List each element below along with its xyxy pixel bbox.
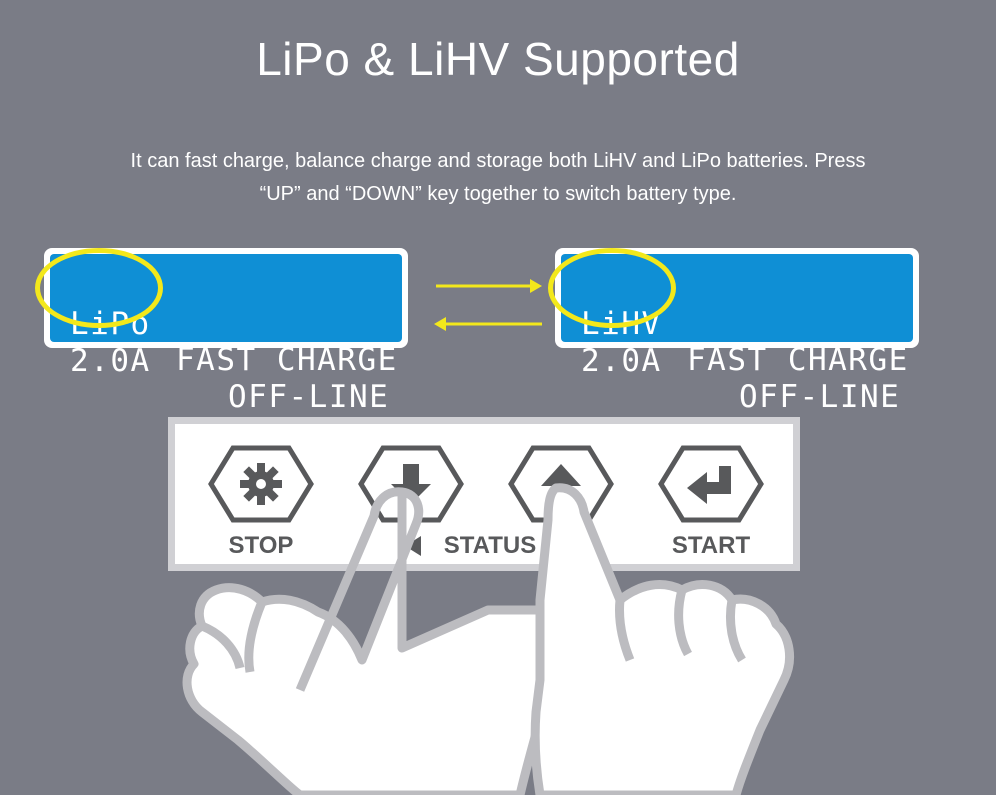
stop-label: STOP	[228, 532, 294, 559]
lcd-row-2: 2.0A OFF-LINE	[66, 307, 388, 451]
gear-icon	[240, 463, 282, 505]
left-arrow-icon	[434, 317, 542, 331]
status-text: OFF-LINE	[228, 379, 390, 415]
highlight-circle-lipo	[35, 248, 163, 328]
lcd-row-2: 2.0A OFF-LINE	[577, 307, 899, 451]
status-label: STATUS	[443, 532, 537, 559]
right-arrow-icon	[436, 279, 542, 293]
mode-label: FAST CHARGE	[176, 342, 398, 378]
current-label: 2.0A	[70, 343, 151, 379]
up-button[interactable]	[507, 444, 615, 524]
switch-arrows	[434, 279, 542, 331]
status-text: OFF-LINE	[739, 379, 901, 415]
stop-button[interactable]	[207, 444, 315, 524]
page-title: LiPo & LiHV Supported	[256, 33, 740, 85]
left-triangle-icon	[405, 536, 421, 556]
highlight-circle-lihv	[548, 248, 676, 328]
lcd-display-lipo: LiPo FAST CHARGE 2.0A OFF-LINE	[44, 248, 408, 415]
description: It can fast charge, balance charge and s…	[40, 145, 956, 211]
lcd-row-1: LiHV FAST CHARGE	[577, 270, 907, 414]
description-line-2: “UP” and “DOWN” key together to switch b…	[259, 183, 737, 205]
start-button[interactable]	[657, 444, 765, 524]
button-panel: STOP STATUS START	[168, 417, 800, 571]
current-label: 2.0A	[581, 343, 662, 379]
lcd-row-1: LiPo FAST CHARGE	[66, 270, 396, 414]
description-line-1: It can fast charge, balance charge and s…	[130, 150, 866, 172]
start-label: START	[671, 532, 751, 559]
right-triangle-icon	[555, 536, 571, 556]
down-button[interactable]	[357, 444, 465, 524]
mode-label: FAST CHARGE	[687, 342, 909, 378]
